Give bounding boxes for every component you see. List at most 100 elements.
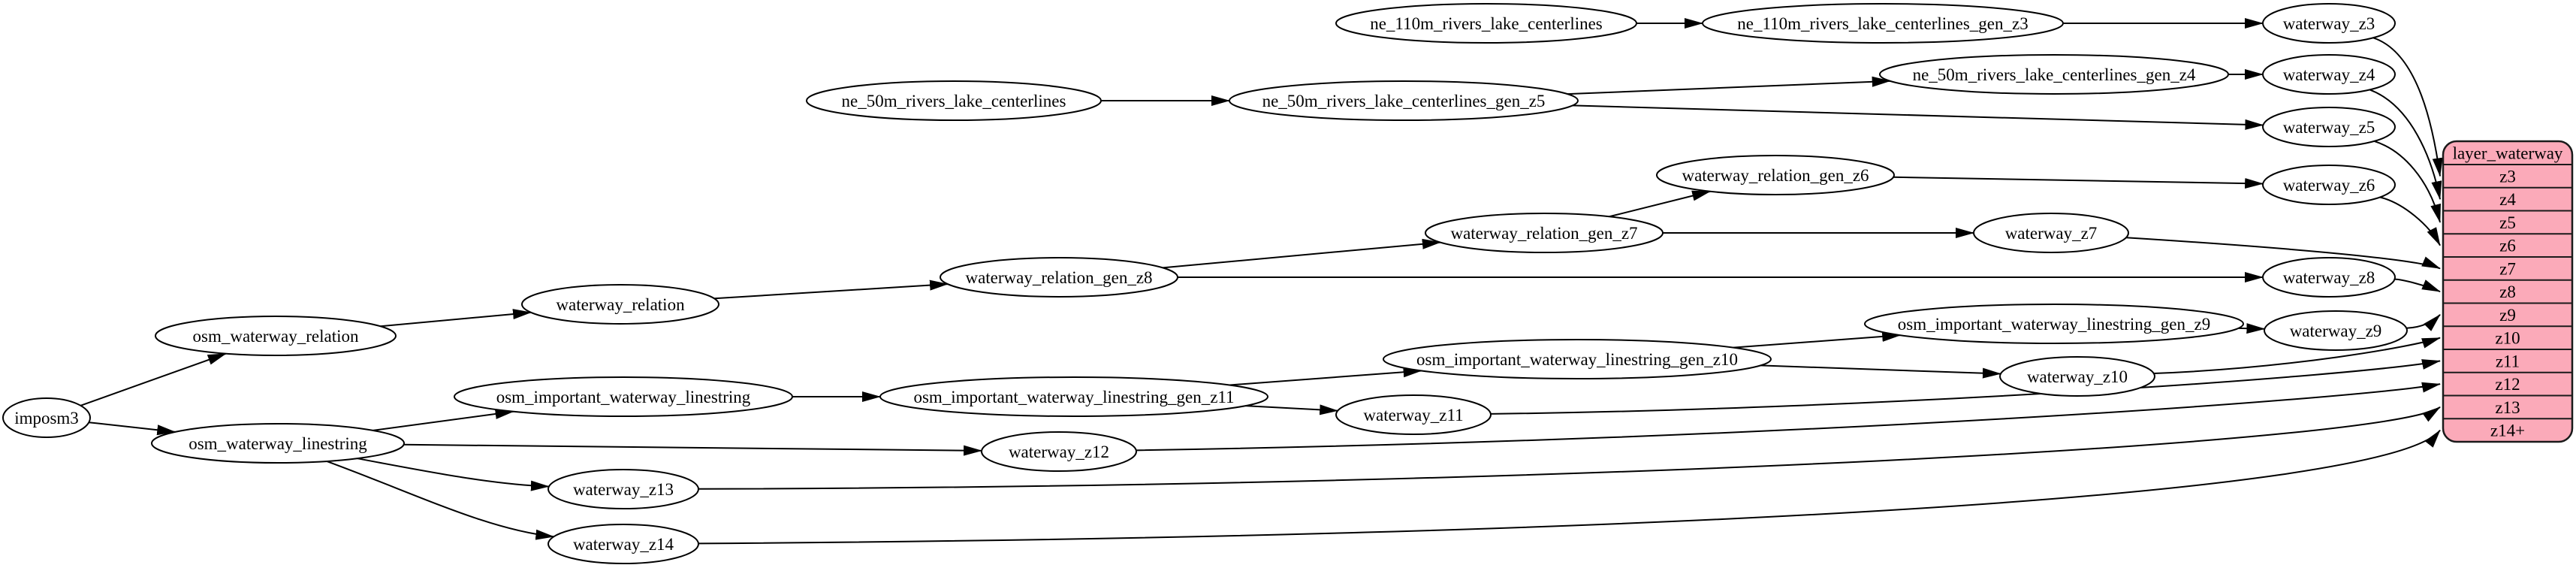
node-label-waterway_z8: waterway_z8: [2283, 268, 2375, 287]
layer-waterway-table-box: [2442, 140, 2574, 443]
table-row-z7: z7: [2499, 259, 2516, 278]
node-ellipse-waterway_z14: [547, 524, 699, 564]
node-ellipse-waterway_relation: [521, 284, 719, 325]
node-waterway_z4: waterway_z4: [2262, 54, 2396, 95]
node-ellipse-waterway_z11: [1335, 394, 1492, 435]
edge-waterway_z7-to-layer-waterway-z7: [2125, 237, 2441, 270]
node-label-ne_50m_rivers_lake_centerlines_gen_z4: ne_50m_rivers_lake_centerlines_gen_z4: [1913, 65, 2196, 84]
node-waterway_z5: waterway_z5: [2262, 107, 2396, 147]
node-label-osm_waterway_relation: osm_waterway_relation: [193, 327, 359, 346]
edge-waterway_z5-to-layer-waterway-z5: [2374, 140, 2441, 223]
node-ellipse-waterway_z7: [1973, 213, 2129, 253]
node-osm_waterway_linestring: osm_waterway_linestring: [151, 423, 405, 464]
edge-osm_waterway_linestring-to-waterway_z14: [326, 461, 555, 540]
node-ellipse-waterway_relation_gen_z7: [1425, 213, 1664, 253]
table-row-z9: z9: [2499, 306, 2516, 325]
node-osm_important_waterway_linestring_gen_z10: osm_important_waterway_linestring_gen_z1…: [1383, 339, 1772, 379]
edge-ne_50m_rivers_lake_centerlines_gen_z5-to-waterway_z5: [1572, 104, 2264, 130]
edge-waterway_z4-to-layer-waterway-z4: [2369, 89, 2442, 201]
edge-waterway_z13-to-layer-waterway-z13: [698, 406, 2441, 490]
edge-waterway_z3-to-layer-waterway-z3: [2372, 37, 2443, 177]
node-label-ne_50m_rivers_lake_centerlines_gen_z5: ne_50m_rivers_lake_centerlines_gen_z5: [1262, 92, 1546, 110]
table-row-z14+: z14+: [2490, 421, 2525, 440]
node-ellipse-osm_important_waterway_linestring_gen_z10: [1383, 339, 1772, 379]
edge-imposm3-to-osm_waterway_relation: [80, 352, 227, 406]
node-ellipse-waterway_z4: [2262, 54, 2396, 95]
node-waterway_z12: waterway_z12: [981, 431, 1137, 472]
node-label-imposm3: imposm3: [14, 409, 79, 428]
table-row-z12: z12: [2495, 375, 2520, 394]
node-waterway_relation_gen_z6: waterway_relation_gen_z6: [1656, 155, 1895, 195]
node-label-osm_important_waterway_linestring_gen_z11: osm_important_waterway_linestring_gen_z1…: [913, 388, 1234, 406]
node-ellipse-waterway_z10: [1999, 356, 2155, 397]
edge-waterway_z9-to-layer-waterway-z9: [2406, 314, 2441, 331]
node-label-ne_110m_rivers_lake_centerlines: ne_110m_rivers_lake_centerlines: [1370, 14, 1603, 33]
node-label-waterway_z14: waterway_z14: [573, 535, 674, 554]
node-ellipse-waterway_z3: [2262, 3, 2396, 44]
layer-waterway-table: layer_waterwayz3z4z5z6z7z8z9z10z11z12z13…: [2442, 140, 2574, 443]
edge-waterway_relation_gen_z6-to-waterway_z6: [1893, 176, 2264, 189]
node-ne_50m_rivers_lake_centerlines_gen_z5: ne_50m_rivers_lake_centerlines_gen_z5: [1229, 80, 1579, 121]
node-waterway_relation_gen_z8: waterway_relation_gen_z8: [940, 257, 1178, 298]
table-row-z11: z11: [2496, 352, 2520, 370]
edge-osm_waterway_relation-to-waterway_relation: [380, 309, 532, 328]
edge-osm_waterway_linestring-to-waterway_z13: [357, 458, 550, 491]
node-ellipse-osm_waterway_relation: [155, 316, 397, 356]
node-waterway_z11: waterway_z11: [1335, 394, 1492, 435]
node-label-waterway_z13: waterway_z13: [573, 480, 674, 499]
node-ellipse-ne_110m_rivers_lake_centerlines_gen_z3: [1702, 3, 2064, 44]
node-waterway_z9: waterway_z9: [2264, 310, 2408, 351]
node-ellipse-waterway_z8: [2262, 257, 2396, 298]
edge-osm_important_waterway_linestring_gen_z11-to-waterway_z11: [1245, 404, 1339, 415]
node-osm_important_waterway_linestring: osm_important_waterway_linestring: [454, 376, 793, 417]
node-label-waterway_z6: waterway_z6: [2283, 176, 2375, 195]
node-ellipse-waterway_z12: [981, 431, 1137, 472]
edge-waterway_relation_gen_z7-to-waterway_relation_gen_z6: [1609, 190, 1712, 218]
node-waterway_z3: waterway_z3: [2262, 3, 2396, 44]
table-row-z4: z4: [2499, 190, 2516, 209]
edge-ne_50m_rivers_lake_centerlines_gen_z5-to-ne_50m_rivers_lake_centerlines_gen_z4: [1567, 76, 1891, 95]
table-row-z3: z3: [2499, 167, 2516, 186]
node-waterway_z10: waterway_z10: [1999, 356, 2155, 397]
node-waterway_relation_gen_z7: waterway_relation_gen_z7: [1425, 213, 1664, 253]
edge-osm_important_waterway_linestring_gen_z10-to-osm_important_waterway_linestring_gen_z9: [1733, 331, 1902, 349]
edge-waterway_z6-to-layer-waterway-z6: [2379, 196, 2441, 246]
node-label-waterway_z10: waterway_z10: [2027, 367, 2128, 386]
node-label-waterway_z3: waterway_z3: [2283, 14, 2375, 33]
table-header-label: layer_waterway: [2453, 144, 2563, 163]
node-ne_50m_rivers_lake_centerlines: ne_50m_rivers_lake_centerlines: [806, 80, 1102, 121]
node-ellipse-imposm3: [2, 397, 91, 438]
node-osm_important_waterway_linestring_gen_z9: osm_important_waterway_linestring_gen_z9: [1864, 304, 2244, 344]
node-ellipse-osm_important_waterway_linestring_gen_z11: [879, 376, 1268, 417]
node-ellipse-osm_important_waterway_linestring: [454, 376, 793, 417]
node-ne_50m_rivers_lake_centerlines_gen_z4: ne_50m_rivers_lake_centerlines_gen_z4: [1879, 54, 2229, 95]
edge-waterway_z10-to-layer-waterway-z10: [2153, 337, 2441, 375]
node-ne_110m_rivers_lake_centerlines_gen_z3: ne_110m_rivers_lake_centerlines_gen_z3: [1702, 3, 2064, 44]
node-ellipse-osm_important_waterway_linestring_gen_z9: [1864, 304, 2244, 344]
edge-osm_waterway_linestring-to-waterway_z12: [403, 443, 983, 456]
node-ellipse-waterway_z9: [2264, 310, 2408, 351]
node-label-osm_waterway_linestring: osm_waterway_linestring: [189, 434, 367, 453]
table-row-z5: z5: [2499, 213, 2516, 232]
node-label-ne_110m_rivers_lake_centerlines_gen_z3: ne_110m_rivers_lake_centerlines_gen_z3: [1737, 14, 2028, 33]
node-label-waterway_z9: waterway_z9: [2290, 322, 2382, 340]
node-ellipse-osm_waterway_linestring: [151, 423, 405, 464]
node-label-waterway_z5: waterway_z5: [2283, 118, 2375, 137]
edge-waterway_relation_gen_z8-to-waterway_relation_gen_z7: [1163, 238, 1441, 269]
table-row-z13: z13: [2495, 398, 2520, 417]
node-label-waterway_z11: waterway_z11: [1363, 406, 1463, 425]
node-ellipse-ne_50m_rivers_lake_centerlines_gen_z4: [1879, 54, 2229, 95]
node-ellipse-waterway_z13: [547, 469, 699, 509]
table-row-z6: z6: [2499, 237, 2516, 255]
node-layer: imposm3 osm_waterway_relation osm_waterway…: [2, 3, 2408, 564]
edge-waterway_z12-to-layer-waterway-z12: [1136, 382, 2441, 452]
edge-osm_important_waterway_linestring_gen_z11-to-osm_important_waterway_linestring_gen_z10: [1229, 367, 1422, 386]
table-row-z8: z8: [2499, 282, 2516, 301]
node-label-ne_50m_rivers_lake_centerlines: ne_50m_rivers_lake_centerlines: [842, 92, 1066, 110]
node-waterway_z13: waterway_z13: [547, 469, 699, 509]
node-waterway_z14: waterway_z14: [547, 524, 699, 564]
node-osm_waterway_relation: osm_waterway_relation: [155, 316, 397, 356]
node-label-waterway_z7: waterway_z7: [2005, 224, 2098, 243]
node-label-osm_important_waterway_linestring_gen_z9: osm_important_waterway_linestring_gen_z9: [1898, 315, 2210, 334]
